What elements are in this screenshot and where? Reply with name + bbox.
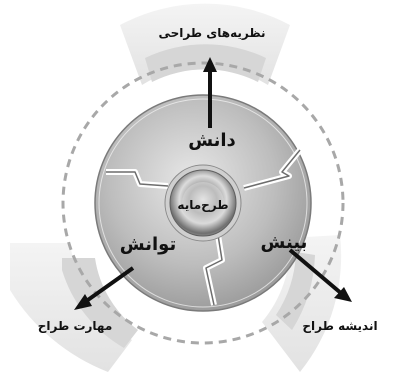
hub (164, 164, 242, 242)
outer-label-bottom-right: اندیشه طراح (302, 319, 377, 333)
outer-band-left (10, 243, 138, 372)
outer-band-top (120, 3, 290, 86)
dashed-ring (61, 61, 345, 345)
arrow-down-left (74, 266, 135, 310)
arrow-up (203, 57, 217, 128)
outer-band-right (262, 235, 342, 372)
outer-label-bottom-left: مهارت طراح (38, 319, 113, 333)
center-label: طرح‌مایه (177, 198, 228, 212)
outer-label-top: نظریه‌های طراحی (158, 26, 265, 40)
segment-label-left: توانش (120, 234, 176, 255)
arrow-down-right (288, 248, 352, 302)
segment-label-right: بینش (261, 232, 308, 253)
segment-label-top: دانش (188, 130, 236, 151)
